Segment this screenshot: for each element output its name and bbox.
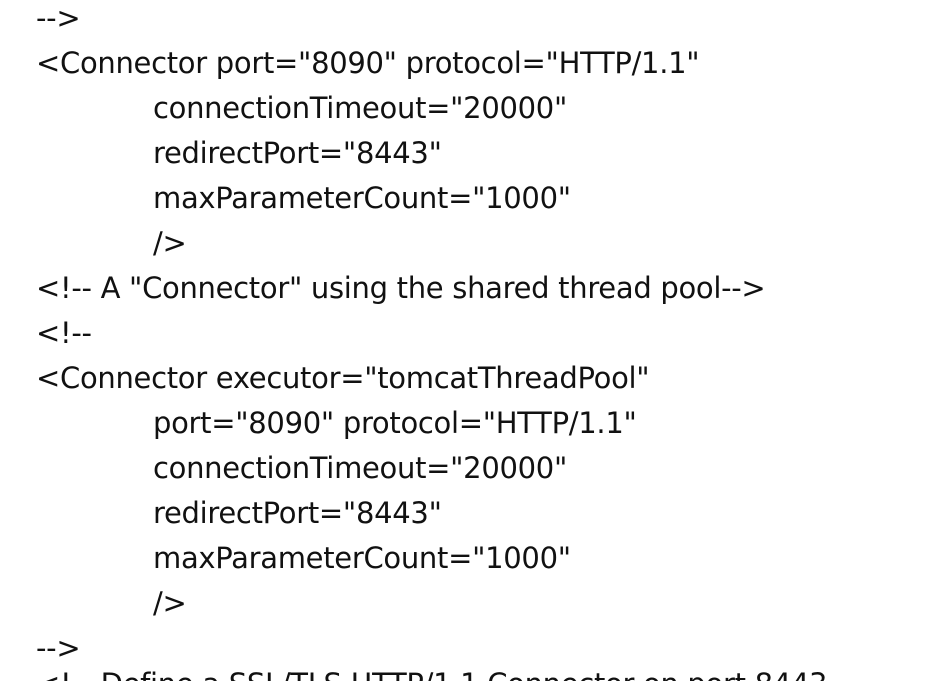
code-line-3: connectionTimeout="20000"	[153, 91, 567, 125]
code-line-5: maxParameterCount="1000"	[153, 181, 571, 215]
code-line-1: -->	[36, 1, 81, 35]
code-line-16-partial: <!-- Define a SSL/TLS HTTP/1.1 Connector…	[36, 662, 828, 681]
code-line-10: port="8090" protocol="HTTP/1.1"	[153, 406, 637, 440]
code-line-7: <!-- A "Connector" using the shared thre…	[36, 271, 766, 305]
code-line-15: -->	[36, 631, 81, 665]
code-line-9: <Connector executor="tomcatThreadPool"	[36, 361, 650, 395]
code-line-13: maxParameterCount="1000"	[153, 541, 571, 575]
code-line-12: redirectPort="8443"	[153, 496, 442, 530]
code-line-14: />	[153, 586, 187, 620]
code-line-2: <Connector port="8090" protocol="HTTP/1.…	[36, 46, 700, 80]
code-line-6: />	[153, 226, 187, 260]
code-line-8: <!--	[36, 316, 92, 350]
code-line-11: connectionTimeout="20000"	[153, 451, 567, 485]
code-line-4: redirectPort="8443"	[153, 136, 442, 170]
